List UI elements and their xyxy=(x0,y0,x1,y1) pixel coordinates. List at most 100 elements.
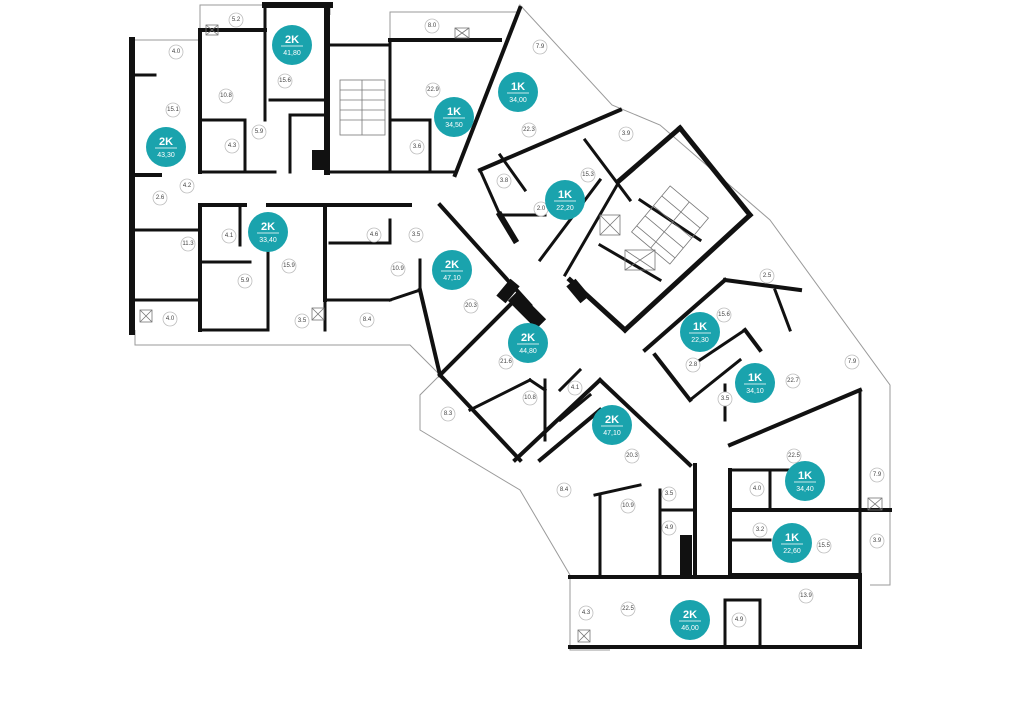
apartment-area: 34,10 xyxy=(746,388,764,395)
apartment-type: 1K xyxy=(511,81,525,93)
room-area-label: 22.3 xyxy=(523,127,535,133)
room-area-ring xyxy=(749,481,765,497)
apartment-badge-circle xyxy=(735,363,775,403)
room-area-label: 4.3 xyxy=(582,610,591,616)
room-area-ring xyxy=(251,124,267,140)
apartment-badge-a05[interactable]: 1K 22,20 xyxy=(545,180,585,220)
apartment-type: 2K xyxy=(605,414,619,426)
room-area-ring xyxy=(816,538,832,554)
apartment-area: 22,20 xyxy=(556,205,574,212)
apartment-badge-a10[interactable]: 1K 34,10 xyxy=(735,363,775,403)
apartment-type: 1K xyxy=(558,189,572,201)
shafts xyxy=(139,24,883,643)
room-area-label: 3.5 xyxy=(665,491,674,497)
room-area-label: 22.9 xyxy=(427,87,439,93)
room-area-ring xyxy=(798,588,814,604)
room-area-ring xyxy=(152,190,168,206)
apartment-badge-circle xyxy=(498,72,538,112)
apartment-badge-circle xyxy=(432,250,472,290)
room-area-label: 4.0 xyxy=(753,486,762,492)
room-area-ring xyxy=(661,486,677,502)
room-area-ring xyxy=(408,227,424,243)
room-area-ring xyxy=(218,88,234,104)
apartment-badge-circle xyxy=(772,523,812,563)
room-area-ring xyxy=(366,227,382,243)
room-area-label: 3.2 xyxy=(756,527,765,533)
room-area-label: 4.6 xyxy=(370,232,379,238)
apartment-type: 2K xyxy=(285,34,299,46)
room-area-ring xyxy=(567,380,583,396)
room-area-label: 15.5 xyxy=(818,543,830,549)
room-area-ring xyxy=(162,311,178,327)
room-area-ring xyxy=(785,373,801,389)
room-area-label: 20.3 xyxy=(626,453,638,459)
room-area-label: 20.3 xyxy=(465,303,477,309)
apartment-type: 2K xyxy=(521,332,535,344)
room-area-ring xyxy=(620,601,636,617)
room-area-ring xyxy=(359,312,375,328)
room-area-label: 8.0 xyxy=(428,23,437,29)
apartment-badge-circle xyxy=(785,461,825,501)
room-area-label: 2.6 xyxy=(156,195,165,201)
room-area-ring xyxy=(620,498,636,514)
apartment-type: 1K xyxy=(798,470,812,482)
shaft-3 xyxy=(139,309,153,323)
room-area-ring xyxy=(532,39,548,55)
staircase xyxy=(339,79,709,265)
apartment-badge-circle xyxy=(670,600,710,640)
room-area-label: 4.1 xyxy=(571,385,580,391)
room-area-label: 7.9 xyxy=(536,44,545,50)
room-area-label: 15.6 xyxy=(718,312,730,318)
room-area-label: 22.5 xyxy=(622,606,634,612)
shaft-7 xyxy=(599,214,621,236)
room-area-ring xyxy=(786,448,802,464)
room-area-ring xyxy=(844,354,860,370)
room-area-ring xyxy=(221,228,237,244)
room-area-label: 21.6 xyxy=(500,359,512,365)
room-area-ring xyxy=(578,605,594,621)
apartment-type: 1K xyxy=(748,372,762,384)
shaft-1 xyxy=(205,24,219,36)
apartment-area: 22,30 xyxy=(691,337,709,344)
apartment-area: 46,00 xyxy=(681,625,699,632)
apartment-badge-circle xyxy=(146,127,186,167)
room-area-label: 7.9 xyxy=(848,359,857,365)
room-area-label: 3.5 xyxy=(298,318,307,324)
room-area-ring xyxy=(661,520,677,536)
apartment-type: 2K xyxy=(261,221,275,233)
apartment-area: 43,30 xyxy=(157,152,175,159)
room-area-label: 4.1 xyxy=(225,233,234,239)
apartment-badge-circle xyxy=(545,180,585,220)
room-area-label: 2.0 xyxy=(537,206,546,212)
room-area-label: 22.5 xyxy=(788,453,800,459)
apartment-type: 2K xyxy=(445,259,459,271)
room-area-ring xyxy=(463,298,479,314)
apartment-badge-circle xyxy=(272,25,312,65)
room-area-label: 13.9 xyxy=(800,593,812,599)
room-area-label: 4.0 xyxy=(166,316,175,322)
room-area-label: 2.8 xyxy=(689,362,698,368)
room-area-ring xyxy=(294,313,310,329)
shaft-4 xyxy=(311,307,325,321)
room-area-ring xyxy=(521,122,537,138)
room-area-ring xyxy=(624,448,640,464)
room-area-label: 2.5 xyxy=(763,273,772,279)
room-area-ring xyxy=(165,102,181,118)
room-area-label: 5.2 xyxy=(232,17,241,23)
room-area-label: 3.9 xyxy=(873,538,882,544)
room-area-ring xyxy=(409,139,425,155)
room-area-ring xyxy=(425,82,441,98)
room-area-ring xyxy=(440,406,456,422)
